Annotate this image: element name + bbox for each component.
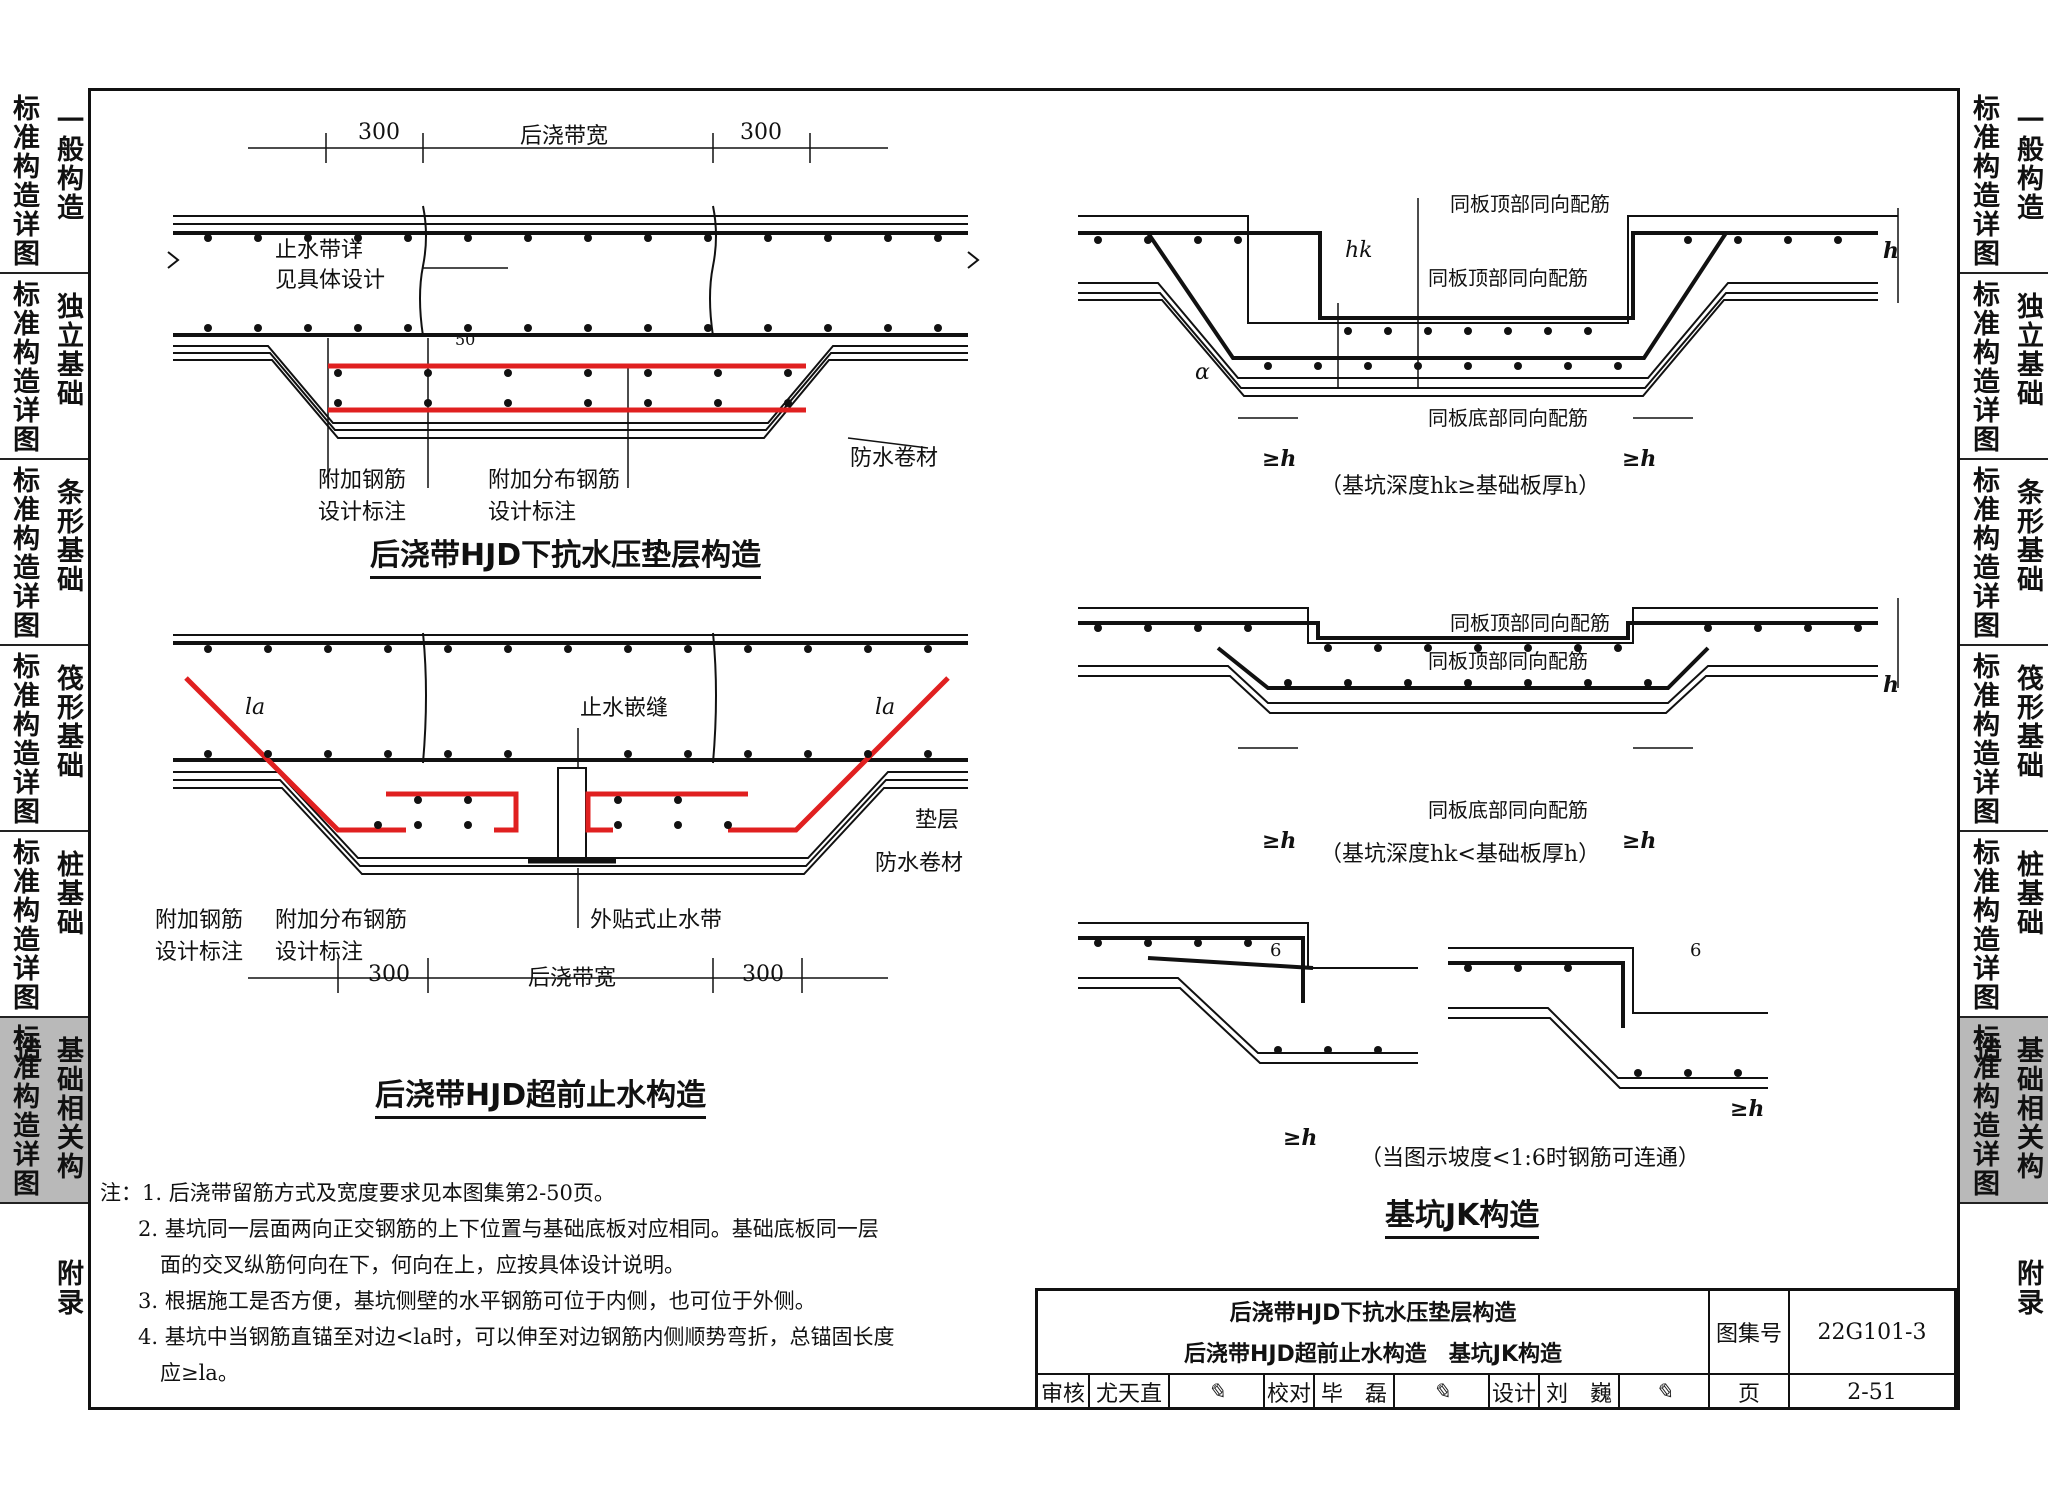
d2-dim-300-right: 300 <box>742 962 784 987</box>
drawing-linework <box>167 133 1899 1089</box>
d3c-caption: （当图示坡度<1:6时钢筋可连通） <box>1360 1146 1700 1171</box>
d3a-ge-h-right: ≥h <box>1622 446 1657 472</box>
d3c-ge-h-left: ≥h <box>1283 1125 1318 1151</box>
d3b-caption: （基坑深度hk<基础板厚h） <box>1320 842 1601 867</box>
note-2: 2. 基坑同一层面两向正交钢筋的上下位置与基础底板对应相同。基础底板同一层 <box>138 1217 879 1241</box>
diagram2-red-rebar <box>184 676 950 833</box>
d1-title: 后浇带HJD下抗水压垫层构造 <box>370 530 762 579</box>
d3a-h: h <box>1883 238 1899 264</box>
tab-isolated-foundation[interactable]: 标准构造详图独立基础 <box>0 274 88 460</box>
tab-strip-foundation[interactable]: 标准构造详图条形基础 <box>0 460 88 646</box>
tab-raft-foundation-right[interactable]: 标准构造详图筏形基础 <box>1960 646 2048 832</box>
tb-title-line1: 后浇带HJD下抗水压垫层构造 <box>1229 1301 1517 1326</box>
d1-dist-label-2: 设计标注 <box>488 500 577 525</box>
tb-reviewer-signature: ✎ <box>1168 1375 1263 1409</box>
diagram3c-section <box>1078 922 1768 1089</box>
note-4: 4. 基坑中当钢筋直锚至对边<la时，可以伸至对边钢筋内侧顺势弯折，总锚固长度 <box>138 1325 895 1349</box>
diagram1-red-rebar <box>328 363 806 413</box>
d1-dim-300-right: 300 <box>740 120 782 145</box>
d3a-bottom-same: 同板底部同向配筋 <box>1428 406 1588 430</box>
tb-page-label: 页 <box>1708 1375 1788 1409</box>
d3b-ge-h-right: ≥h <box>1622 828 1657 854</box>
tab-appendix-right[interactable]: 附录 <box>2012 1259 2043 1317</box>
tb-check-label: 校对 <box>1263 1375 1313 1409</box>
tb-checker: 毕 磊 <box>1313 1375 1393 1409</box>
diagram2-section <box>173 632 968 993</box>
tab-foundation-related-right[interactable]: 标准构造详图基础相关构造 <box>1960 1018 2048 1204</box>
right-section-tabs: 标准构造详图一般构造 标准构造详图独立基础 标准构造详图条形基础 标准构造详图筏… <box>1960 88 2048 1354</box>
d2-dist-label-2: 设计标注 <box>275 940 364 965</box>
tb-checker-signature: ✎ <box>1393 1375 1488 1409</box>
rebar-dots <box>204 234 1862 1077</box>
tab-general-right[interactable]: 标准构造详图一般构造 <box>1960 88 2048 274</box>
note-1: 注：1. 后浇带留筋方式及宽度要求见本图集第2-50页。 <box>100 1181 615 1205</box>
left-section-tabs: 标准构造详图一般构造 标准构造详图独立基础 标准构造详图条形基础 标准构造详图筏… <box>0 88 88 1354</box>
tb-atlas-label: 图集号 <box>1708 1291 1788 1373</box>
d2-dim-width: 后浇带宽 <box>528 966 617 991</box>
diagram3b-section <box>1078 598 1899 749</box>
d2-rebar-label-1: 附加钢筋 <box>155 908 244 933</box>
d2-rebar-label-2: 设计标注 <box>155 940 244 965</box>
d3a-top-same-1: 同板顶部同向配筋 <box>1450 192 1610 216</box>
d3-title: 基坑JK构造 <box>1385 1190 1540 1239</box>
d3a-top-same-2: 同板顶部同向配筋 <box>1428 266 1588 290</box>
d1-dim-width: 后浇带宽 <box>520 124 609 149</box>
d2-dim-300-left: 300 <box>368 962 410 987</box>
tb-page-no: 2-51 <box>1788 1375 1954 1409</box>
tb-design-label: 设计 <box>1488 1375 1538 1409</box>
d3b-ge-h-left: ≥h <box>1262 828 1297 854</box>
notes-block: 注：1. 后浇带留筋方式及宽度要求见本图集第2-50页。 2. 基坑同一层面两向… <box>100 1175 1000 1391</box>
tab-general[interactable]: 标准构造详图一般构造 <box>0 88 88 274</box>
tb-designer-signature: ✎ <box>1618 1375 1708 1409</box>
tb-review-label: 审核 <box>1040 1382 1085 1407</box>
d3a-ge-h-left: ≥h <box>1262 446 1297 472</box>
tab-foundation-related[interactable]: 标准构造详图基础相关构造 <box>0 1018 88 1204</box>
d2-joint-label: 止水嵌缝 <box>580 696 669 721</box>
d2-title: 后浇带HJD超前止水构造 <box>375 1070 707 1119</box>
d1-membrane-label: 防水卷材 <box>850 446 939 471</box>
tb-atlas-no: 22G101-3 <box>1788 1291 1954 1373</box>
diagram1-section <box>167 133 980 488</box>
note-4-cont: 应≥la。 <box>160 1361 239 1385</box>
d2-ext-waterstop-label: 外贴式止水带 <box>590 908 723 933</box>
d3c-slope-6-right: 6 <box>1690 940 1702 961</box>
diagram3a-section <box>1078 198 1899 419</box>
note-3: 3. 根据施工是否方便，基坑侧壁的水平钢筋可位于内侧，也可位于外侧。 <box>138 1289 816 1313</box>
d3c-ge-h-right: ≥h <box>1730 1096 1765 1122</box>
d1-waterstop-label-1: 止水带详 <box>275 238 364 263</box>
d2-cushion-label: 垫层 <box>915 808 960 833</box>
tab-isolated-foundation-right[interactable]: 标准构造详图独立基础 <box>1960 274 2048 460</box>
d1-dist-label-1: 附加分布钢筋 <box>488 468 621 493</box>
tb-title-line2: 后浇带HJD超前止水构造 基坑JK构造 <box>1183 1342 1563 1367</box>
d3b-h: h <box>1883 672 1899 698</box>
tab-pile-foundation-right[interactable]: 标准构造详图桩基础 <box>1960 832 2048 1018</box>
d1-rebar-label-2: 设计标注 <box>318 500 407 525</box>
tb-reviewer: 尤天直 <box>1088 1375 1168 1409</box>
d1-dim-50: 50 <box>455 330 476 349</box>
d3a-hk: hk <box>1345 238 1373 263</box>
d3b-top-same-2: 同板顶部同向配筋 <box>1428 649 1588 673</box>
d3a-alpha: α <box>1195 360 1210 385</box>
d3a-caption: （基坑深度hk≥基础板厚h） <box>1320 474 1601 499</box>
d1-waterstop-label-2: 见具体设计 <box>275 268 386 293</box>
d3b-top-same-1: 同板顶部同向配筋 <box>1450 611 1610 635</box>
d2-dist-label-1: 附加分布钢筋 <box>275 908 408 933</box>
drawing-frame <box>88 88 1960 1410</box>
d3c-slope-6: 6 <box>1270 940 1282 961</box>
tab-raft-foundation[interactable]: 标准构造详图筏形基础 <box>0 646 88 832</box>
d3b-bottom-same: 同板底部同向配筋 <box>1428 798 1588 822</box>
note-2-cont: 面的交叉纵筋何向在下，何向在上，应按具体设计说明。 <box>160 1253 685 1277</box>
d1-dim-300-left: 300 <box>358 120 400 145</box>
d2-membrane-label: 防水卷材 <box>875 851 964 876</box>
d1-rebar-label-1: 附加钢筋 <box>318 468 407 493</box>
d2-la-right: la <box>875 695 896 720</box>
tab-strip-foundation-right[interactable]: 标准构造详图条形基础 <box>1960 460 2048 646</box>
title-block: 后浇带HJD下抗水压垫层构造 后浇带HJD超前止水构造 基坑JK构造 图集号 2… <box>1035 1288 1957 1410</box>
tab-pile-foundation[interactable]: 标准构造详图桩基础 <box>0 832 88 1018</box>
d2-la-left: la <box>245 695 266 720</box>
tab-appendix[interactable]: 附录 <box>52 1259 83 1317</box>
tb-designer: 刘 巍 <box>1538 1375 1618 1409</box>
